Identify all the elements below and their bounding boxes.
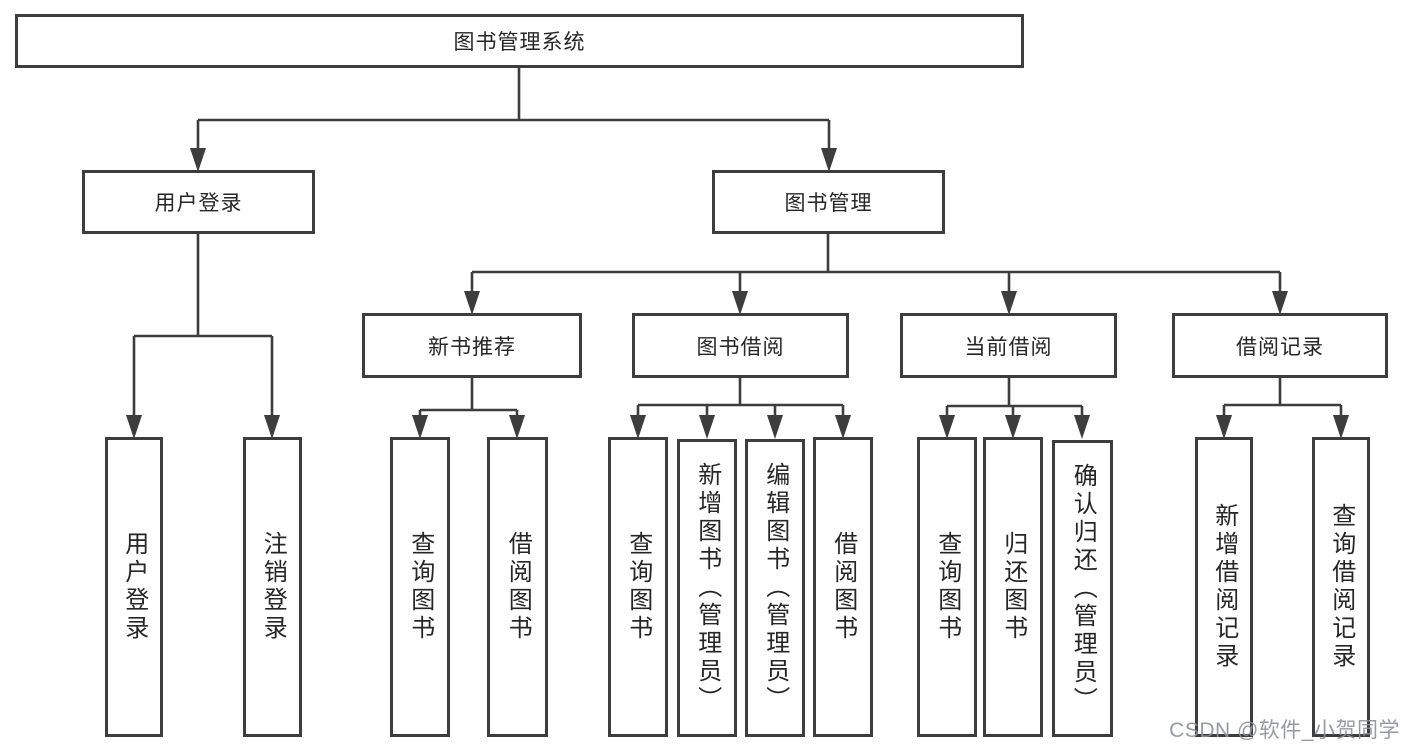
node-br-add-record: 新增借阅记录 xyxy=(1195,437,1253,737)
node-cb-query-books: 查询图书 xyxy=(917,437,977,737)
node-label: 借阅图书 xyxy=(504,531,532,643)
arrowhead xyxy=(264,415,280,439)
arrowhead xyxy=(1005,415,1021,439)
arrowhead xyxy=(1272,291,1288,315)
arrowhead xyxy=(1074,415,1090,439)
node-label: 注销登录 xyxy=(259,531,287,643)
node-cb-confirm-return-admin: 确认归还（管理员） xyxy=(1052,440,1113,737)
node-label: 查询图书 xyxy=(624,531,652,643)
csdn-watermark: CSDN @软件_小贺同学 xyxy=(1169,719,1400,742)
arrowhead xyxy=(190,148,206,172)
node-label: 借阅记录 xyxy=(1236,335,1324,359)
node-label: 新增图书（管理员） xyxy=(693,462,721,714)
node-label: 查询借阅记录 xyxy=(1327,503,1355,671)
node-label: 图书借阅 xyxy=(696,335,785,359)
node-label: 编辑图书（管理员） xyxy=(761,462,789,714)
arrowhead xyxy=(126,415,142,439)
node-br-query-record: 查询借阅记录 xyxy=(1312,437,1370,737)
node-logout: 注销登录 xyxy=(243,437,302,737)
node-label: 当前借阅 xyxy=(964,335,1053,359)
arrowhead xyxy=(732,291,748,315)
node-library-system: 图书管理系统 xyxy=(15,14,1024,68)
arrowhead xyxy=(1216,415,1232,439)
connector-new-book-recommend-children xyxy=(418,378,519,417)
node-label: 图书管理 xyxy=(784,192,873,215)
node-label: 新增借阅记录 xyxy=(1210,503,1238,671)
arrowhead xyxy=(939,415,955,439)
node-label: 用户登录 xyxy=(154,192,243,215)
node-label: 查询图书 xyxy=(406,531,434,643)
connector-book-management-children xyxy=(470,234,1282,293)
node-nbr-query-books: 查询图书 xyxy=(390,437,450,737)
node-nbr-borrow-books: 借阅图书 xyxy=(487,437,548,737)
node-book-management: 图书管理 xyxy=(712,170,945,234)
node-bb-query-books: 查询图书 xyxy=(608,437,668,737)
connector-book-borrowing-children xyxy=(636,378,845,417)
arrowhead xyxy=(630,415,646,439)
arrowhead xyxy=(1333,415,1349,439)
node-bb-edit-books-admin: 编辑图书（管理员） xyxy=(745,439,805,737)
node-label: 借阅图书 xyxy=(829,531,857,643)
arrowhead xyxy=(464,291,480,315)
node-new-book-recommend: 新书推荐 xyxy=(362,313,582,378)
node-book-borrowing: 图书借阅 xyxy=(632,313,849,378)
connector-current-borrowing-children xyxy=(945,378,1084,417)
arrowhead xyxy=(767,415,783,439)
arrowhead xyxy=(509,415,525,439)
node-label: 查询图书 xyxy=(933,531,961,643)
node-label: 归还图书 xyxy=(999,531,1027,643)
connector-borrow-records-children xyxy=(1222,378,1343,417)
node-label: 新书推荐 xyxy=(428,335,516,359)
arrowhead xyxy=(1001,291,1017,315)
arrowhead xyxy=(412,415,428,439)
node-current-borrowing: 当前借阅 xyxy=(900,313,1117,378)
node-user-login: 用户登录 xyxy=(82,170,315,234)
node-cb-return-books: 归还图书 xyxy=(983,437,1043,737)
node-bb-add-books-admin: 新增图书（管理员） xyxy=(677,439,737,737)
arrowhead xyxy=(699,415,715,439)
arrowhead xyxy=(821,148,837,172)
node-label: 用户登录 xyxy=(120,531,148,643)
node-label: 确认归还（管理员） xyxy=(1069,462,1097,715)
node-borrow-records: 借阅记录 xyxy=(1172,313,1388,378)
node-login: 用户登录 xyxy=(105,437,163,737)
arrowhead xyxy=(835,415,851,439)
connector-user-login-children xyxy=(132,234,274,417)
connector-root-to-level2 xyxy=(196,68,831,150)
node-label: 图书管理系统 xyxy=(453,31,586,54)
node-bb-borrow-books: 借阅图书 xyxy=(813,437,873,737)
